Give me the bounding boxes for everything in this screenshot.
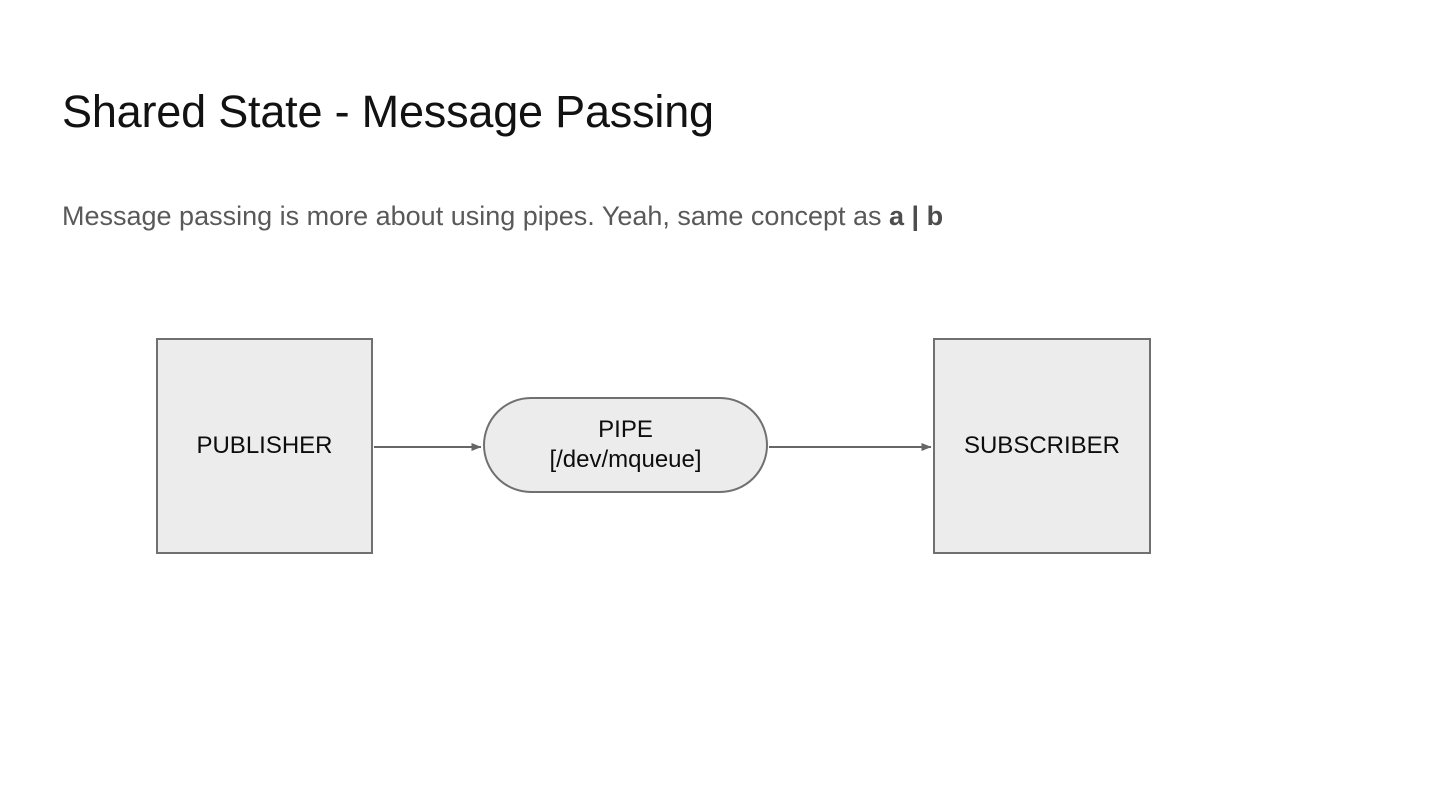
node-pipe[interactable]: PIPE [/dev/mqueue] bbox=[483, 397, 768, 493]
node-publisher-label: PUBLISHER bbox=[196, 432, 333, 459]
node-pipe-label-line2: [/dev/mqueue] bbox=[549, 446, 702, 473]
node-subscriber[interactable]: SUBSCRIBER bbox=[933, 338, 1151, 554]
subtitle-lead-text: Message passing is more about using pipe… bbox=[62, 201, 890, 231]
node-subscriber-label: SUBSCRIBER bbox=[963, 432, 1121, 459]
subtitle-emphasis-text: a | b bbox=[889, 201, 944, 231]
node-publisher[interactable]: PUBLISHER bbox=[156, 338, 373, 554]
page-title: Shared State - Message Passing bbox=[62, 86, 714, 137]
node-pipe-label-line1: PIPE bbox=[598, 416, 653, 443]
slide-subtitle: Message passing is more about using pipe… bbox=[62, 199, 943, 234]
